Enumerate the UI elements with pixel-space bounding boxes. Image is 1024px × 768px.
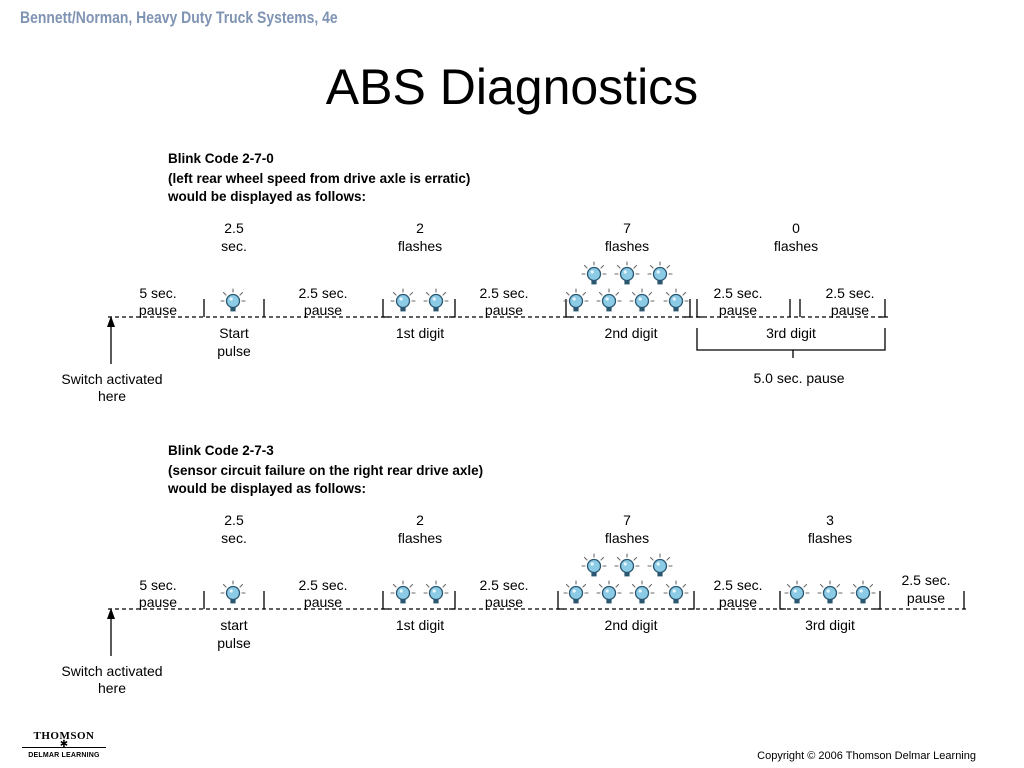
diagram-heading-line: (sensor circuit failure on the right rea… [168, 463, 483, 478]
light-bulb-icon [817, 580, 843, 605]
diagram-heading-line: Blink Code 2-7-3 [168, 443, 274, 458]
pause-label: 5 sec. [139, 285, 176, 301]
light-bulb-icon [629, 288, 655, 313]
pause-label: 2.5 sec. [479, 285, 528, 301]
light-bulb-icon [647, 261, 673, 286]
segment-label: Start [219, 325, 249, 341]
light-bulb-icon [581, 553, 607, 578]
pause-label: 2.5 sec. [713, 285, 762, 301]
flash-count: flashes [398, 238, 442, 254]
light-bulb-icon [850, 580, 876, 605]
flash-count: flashes [605, 238, 649, 254]
switch-arrow [107, 316, 115, 364]
flash-count: flashes [605, 530, 649, 546]
light-bulb-icon [647, 553, 673, 578]
light-bulb-icon [629, 580, 655, 605]
start-duration: 2.5 [224, 512, 244, 528]
publisher-logo: THOMSON ✱ DELMAR LEARNING [14, 730, 114, 759]
book-title-header: Bennett/Norman, Heavy Duty Truck Systems… [20, 8, 338, 27]
diagram-heading-line: Blink Code 2-7-0 [168, 151, 274, 166]
segment-label: pulse [217, 635, 251, 651]
light-bulb-icon [663, 288, 689, 313]
start-duration: sec. [221, 238, 247, 254]
copyright-notice: Copyright © 2006 Thomson Delmar Learning [757, 750, 976, 762]
flash-count: 7 [623, 512, 631, 528]
switch-label: Switch activated [61, 371, 162, 387]
switch-label: Switch activated [61, 663, 162, 679]
segment-label: start [220, 617, 247, 633]
light-bulb-icon [563, 580, 589, 605]
pause-label: pause [831, 302, 869, 318]
star-icon: ✱ [59, 739, 69, 750]
flash-count: 0 [792, 220, 800, 236]
flash-count: flashes [774, 238, 818, 254]
light-bulb-icon [596, 288, 622, 313]
segment-label: pulse [217, 343, 251, 359]
logo-line-1: THOMSON [33, 730, 95, 742]
flash-count: 2 [416, 220, 424, 236]
blink-code-2-7-0: Blink Code 2-7-0 (left rear wheel speed … [61, 151, 888, 404]
light-bulb-icon [663, 580, 689, 605]
segment-label: 1st digit [396, 325, 444, 341]
light-bulb-icon [614, 261, 640, 286]
segment-label: 3rd digit [766, 325, 816, 341]
switch-label: here [98, 388, 126, 404]
light-bulb-icon [423, 580, 449, 605]
start-duration: sec. [221, 530, 247, 546]
pause-label: pause [485, 594, 523, 610]
light-bulb-icon [423, 288, 449, 313]
pause-label: 5 sec. [139, 577, 176, 593]
pause-label: pause [304, 302, 342, 318]
segment-label: 1st digit [396, 617, 444, 633]
diagram-heading-line: would be displayed as follows: [167, 481, 366, 496]
segment-markers [203, 591, 965, 610]
pause-label: 2.5 sec. [298, 285, 347, 301]
segment-label: 3rd digit [805, 617, 855, 633]
light-bulb-icon [614, 553, 640, 578]
flash-count: 3 [826, 512, 834, 528]
light-bulb-icon [596, 580, 622, 605]
segment-label: 2nd digit [605, 617, 658, 633]
pause-label: pause [304, 594, 342, 610]
flash-count: flashes [808, 530, 852, 546]
light-bulb-icon [220, 288, 246, 313]
pause-label: pause [907, 590, 945, 606]
switch-label: here [98, 680, 126, 696]
diagram-heading-line: (left rear wheel speed from drive axle i… [168, 171, 470, 186]
logo-divider: ✱ [14, 739, 114, 752]
segment-markers [203, 299, 886, 358]
switch-arrow [107, 608, 115, 656]
slide-title: ABS Diagnostics [325, 59, 699, 115]
pause-label: 2.5 sec. [298, 577, 347, 593]
pause-label: 2.5 sec. [825, 285, 874, 301]
logo-line-2: DELMAR LEARNING [28, 752, 100, 759]
bracket-label: 5.0 sec. pause [753, 370, 844, 386]
flash-count: 7 [623, 220, 631, 236]
blink-code-2-7-3: Blink Code 2-7-3 (sensor circuit failure… [61, 443, 966, 696]
pause-label: pause [485, 302, 523, 318]
pause-label: 2.5 sec. [713, 577, 762, 593]
pause-label: pause [139, 302, 177, 318]
diagram-heading-line: would be displayed as follows: [167, 189, 366, 204]
flash-count: flashes [398, 530, 442, 546]
pause-label: pause [719, 302, 757, 318]
light-bulb-icon [581, 261, 607, 286]
light-bulb-icon [390, 288, 416, 313]
pause-label: 2.5 sec. [901, 572, 950, 588]
segment-label: 2nd digit [605, 325, 658, 341]
start-duration: 2.5 [224, 220, 244, 236]
pause-label: pause [719, 594, 757, 610]
light-bulb-icon [390, 580, 416, 605]
light-bulb-icon [220, 580, 246, 605]
light-bulb-icon [784, 580, 810, 605]
pause-label: pause [139, 594, 177, 610]
light-bulb-icon [563, 288, 589, 313]
pause-label: 2.5 sec. [479, 577, 528, 593]
flash-count: 2 [416, 512, 424, 528]
